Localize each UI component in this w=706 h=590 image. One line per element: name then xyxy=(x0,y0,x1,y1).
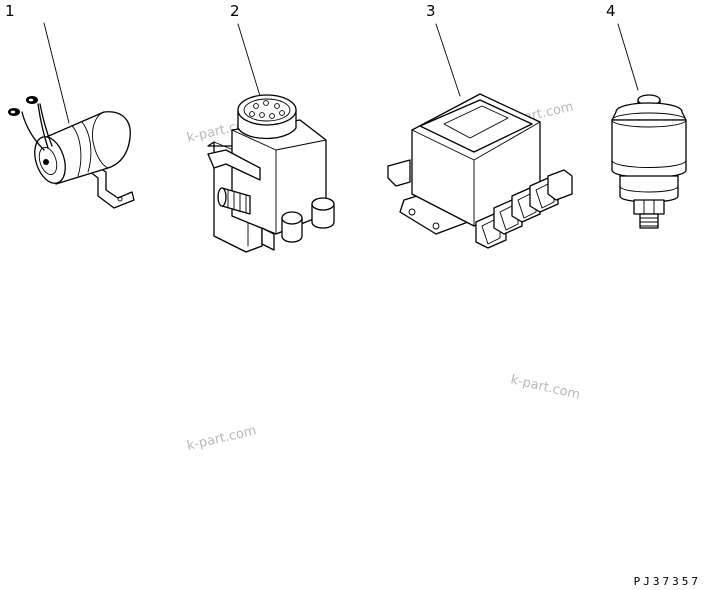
callout-number-4: 4 xyxy=(606,2,616,20)
watermark: k-part.com xyxy=(509,372,581,403)
leader-line-2 xyxy=(237,23,261,97)
callout-number-2: 2 xyxy=(230,2,240,20)
reference-code: PJ37357 xyxy=(634,575,701,588)
part-4: 4 xyxy=(606,2,687,229)
leader-line-1 xyxy=(43,22,70,124)
callout-number-1: 1 xyxy=(5,2,15,20)
regulator-box-icon xyxy=(387,93,573,249)
bracket-relay-icon xyxy=(207,94,335,253)
part-3: 3 xyxy=(387,2,573,249)
part-2: 2 xyxy=(207,2,335,253)
watermark: k-part.com xyxy=(186,423,258,454)
callout-number-3: 3 xyxy=(426,2,436,20)
ignition-coil-icon xyxy=(8,96,135,209)
pressure-switch-icon xyxy=(611,94,687,229)
leader-line-3 xyxy=(435,23,461,97)
leader-line-4 xyxy=(617,23,639,91)
part-1: 1 xyxy=(5,2,135,209)
